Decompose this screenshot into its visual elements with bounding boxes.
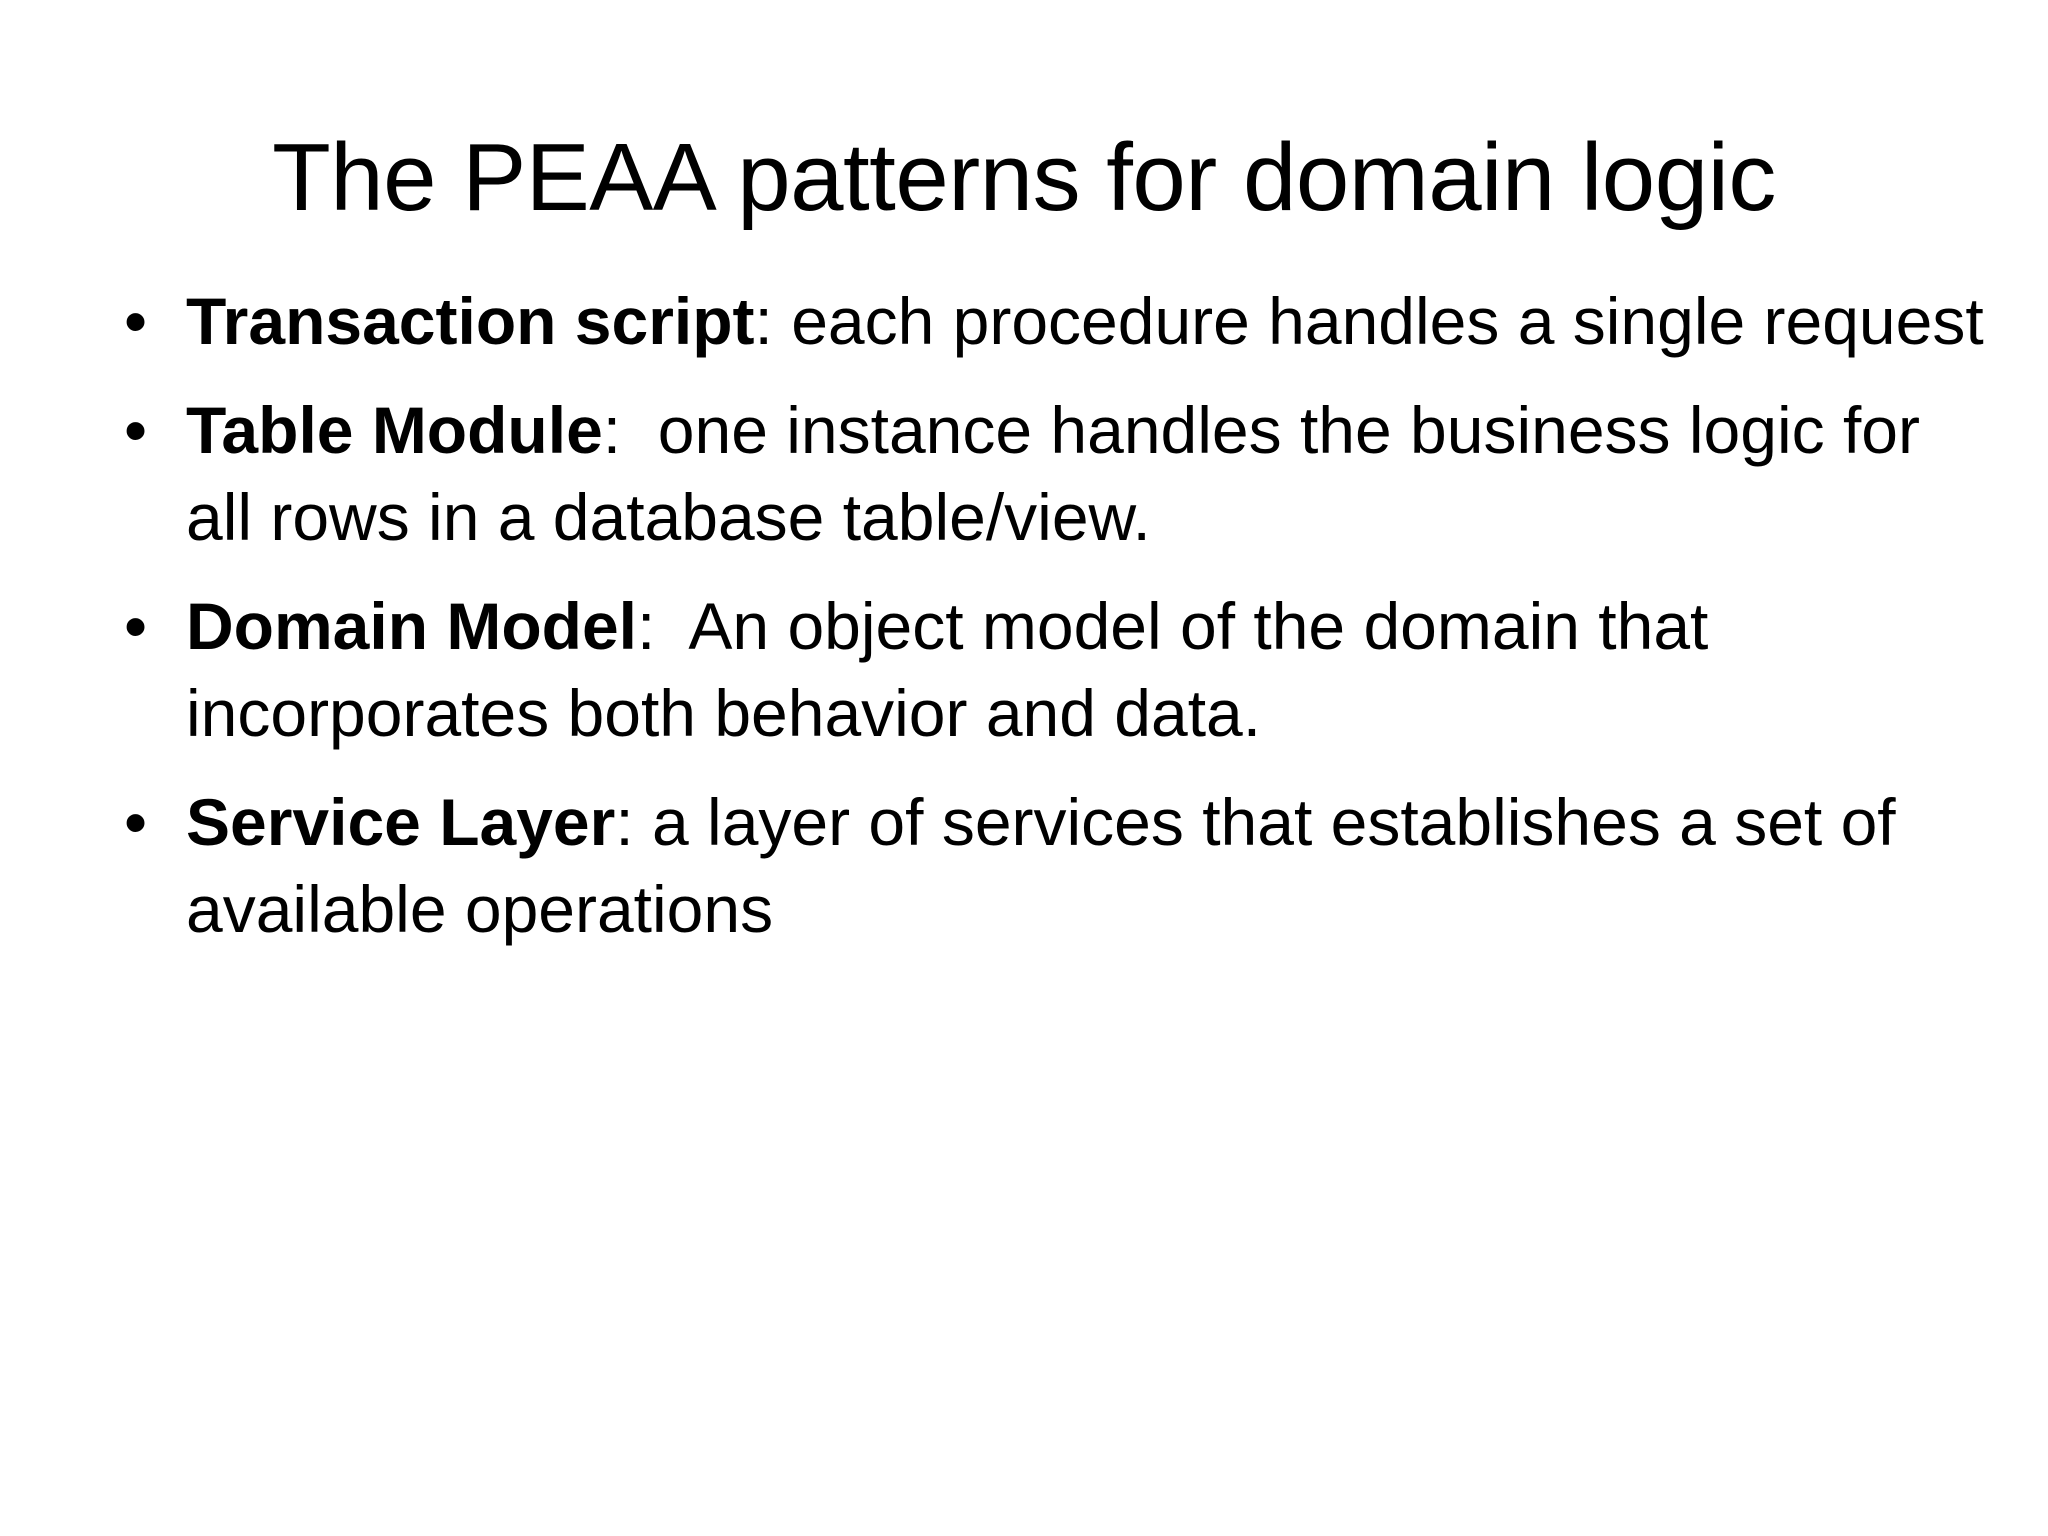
bullet-term-label: Domain Model [186, 589, 638, 663]
bullet-list: • Transaction script: each procedure han… [108, 278, 1988, 953]
bullet-term-label: Service Layer [186, 785, 616, 859]
bullet-point-icon: • [124, 785, 148, 859]
list-item: • Table Module: one instance handles the… [108, 387, 1988, 561]
list-item: • Domain Model: An object model of the d… [108, 583, 1988, 757]
page-title: The PEAA patterns for domain logic [272, 124, 1776, 232]
bullet-description: : each procedure handles a single reques… [754, 284, 1984, 358]
list-item: • Service Layer: a layer of services tha… [108, 779, 1988, 953]
bullet-description: : one instance handles the business logi… [186, 393, 1939, 554]
bullet-term-label: Transaction script [186, 284, 755, 358]
bullet-point-icon: • [124, 284, 148, 358]
bullet-description: : a layer of services that establishes a… [186, 785, 1914, 946]
list-item: • Transaction script: each procedure han… [108, 278, 1988, 365]
bullet-term-label: Table Module [186, 393, 603, 467]
bullet-description: : An object model of the domain that inc… [186, 589, 1727, 750]
bullet-point-icon: • [124, 393, 148, 467]
bullet-point-icon: • [124, 589, 148, 663]
